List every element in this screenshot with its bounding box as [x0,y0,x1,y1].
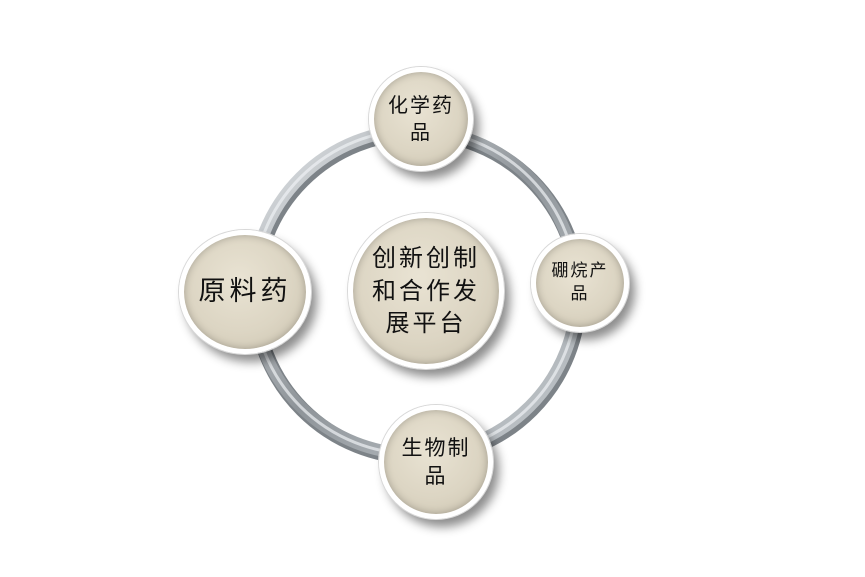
right-node-label: 硼烷产品 [551,261,609,304]
bottom-node-label: 生物制品 [401,435,471,488]
bottom-node: 生物制品 [379,405,493,519]
center-node: 创新创制和合作发展平台 [348,213,504,369]
top-node: 化学药品 [369,67,473,171]
right-node: 硼烷产品 [531,234,629,332]
center-node-label: 创新创制和合作发展平台 [372,244,480,338]
left-node-label: 原料药 [198,275,292,307]
top-node-label: 化学药品 [388,93,454,144]
left-node: 原料药 [179,230,311,354]
